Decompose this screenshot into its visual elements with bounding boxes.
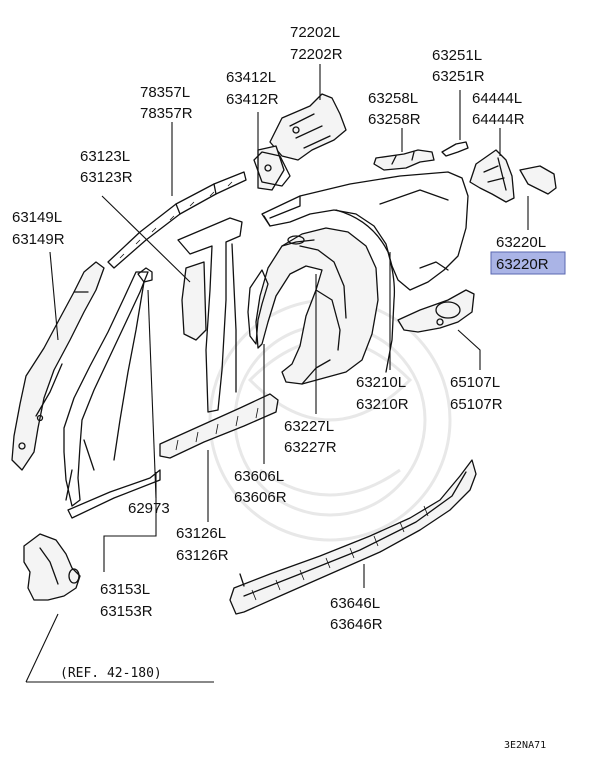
part-number-left: 63123L — [80, 148, 130, 165]
callout-63258: 63258L 63258R — [368, 90, 421, 128]
part-number-left: 63220L — [496, 234, 546, 251]
part-number: 62973 — [128, 500, 170, 517]
callout-63251: 63251L 63251R — [432, 47, 485, 85]
part-number-right: 78357R — [140, 105, 193, 122]
part-number-left: 64444L — [472, 90, 522, 107]
roof-side-rail-part — [107, 171, 247, 269]
part-number-left: 78357L — [140, 84, 190, 101]
part-number-right: 63606R — [234, 489, 287, 506]
inner-bracket-part — [253, 151, 291, 187]
tail-lamp-panel-part — [469, 149, 557, 203]
part-number-right: 63646R — [330, 616, 383, 633]
part-number-right: 65107R — [450, 396, 503, 413]
callout-63412: 63412L 63412R — [226, 69, 279, 108]
side-outer-frame-part — [63, 271, 161, 519]
part-number-right: 72202R — [290, 46, 343, 63]
callout-63646: 63646L 63646R — [330, 595, 383, 633]
highlight-box — [490, 251, 566, 275]
part-number-left: 63251L — [432, 47, 482, 64]
part-number-left: 63227L — [284, 418, 334, 435]
callout-78357: 78357L 78357R — [140, 84, 193, 122]
wheelhouse-extension-part — [247, 269, 269, 345]
fuel-lid-housing-part — [397, 289, 475, 333]
part-number-right: 63149R — [12, 231, 65, 248]
front-pillar-outer-part — [11, 261, 105, 471]
callout-63210: 63210L 63210R — [356, 374, 409, 413]
callout-63123: 63123L 63123R — [80, 148, 133, 186]
part-number-right: 63412R — [226, 91, 279, 108]
part-number-left: 63126L — [176, 525, 226, 542]
part-number-right: 63258R — [368, 111, 421, 128]
side-sill-outer-part — [229, 459, 477, 615]
part-number-left: 63149L — [12, 209, 62, 226]
part-number-left: 63606L — [234, 468, 284, 485]
callout-63227: 63227L 63227R — [284, 418, 337, 456]
quarter-panel-outer-part — [261, 171, 469, 373]
part-number-right: 63220R — [496, 256, 549, 273]
wheelhouse-inner-part — [255, 227, 379, 385]
leader-lines — [25, 64, 529, 683]
part-number-right: 63251R — [432, 68, 485, 85]
part-number-right: 63126R — [176, 547, 229, 564]
callout-63606: 63606L 63606R — [234, 468, 287, 506]
callout-63153: 63153L 63153R — [100, 581, 153, 620]
part-number-left: 63258L — [368, 90, 418, 107]
callout-63149: 63149L 63149R — [12, 209, 65, 248]
part-number-right: 63123R — [80, 169, 133, 186]
center-pillar-part — [177, 217, 243, 413]
front-side-panel-part — [23, 533, 81, 601]
part-number-left: 72202L — [290, 24, 340, 41]
part-number-left: 63210L — [356, 374, 406, 391]
part-number-right: 63210R — [356, 396, 409, 413]
reference-label: (REF. 42-180) — [60, 666, 162, 681]
rear-pillar-reinforcement-part — [257, 93, 347, 191]
callout-62973: 62973 — [128, 500, 170, 517]
part-number-right: 64444R — [472, 111, 525, 128]
pin-clip-part — [113, 267, 153, 461]
callout-65107: 65107L 65107R — [450, 374, 503, 413]
part-number-left: 63646L — [330, 595, 380, 612]
rear-bracket-part — [373, 141, 469, 171]
diagram-code: 3E2NA71 — [504, 740, 546, 751]
callout-63220: 63220L 63220R — [490, 234, 566, 275]
part-number-left: 63153L — [100, 581, 150, 598]
part-number-right: 63227R — [284, 439, 337, 456]
callout-64444: 64444L 64444R — [472, 90, 525, 128]
side-sill-inner-part — [159, 393, 279, 459]
part-number-left: 63412L — [226, 69, 276, 86]
part-number-right: 63153R — [100, 603, 153, 620]
callout-72202: 72202L 72202R — [290, 24, 343, 63]
part-number-left: 65107L — [450, 374, 500, 391]
callout-63126: 63126L 63126R — [176, 525, 229, 564]
